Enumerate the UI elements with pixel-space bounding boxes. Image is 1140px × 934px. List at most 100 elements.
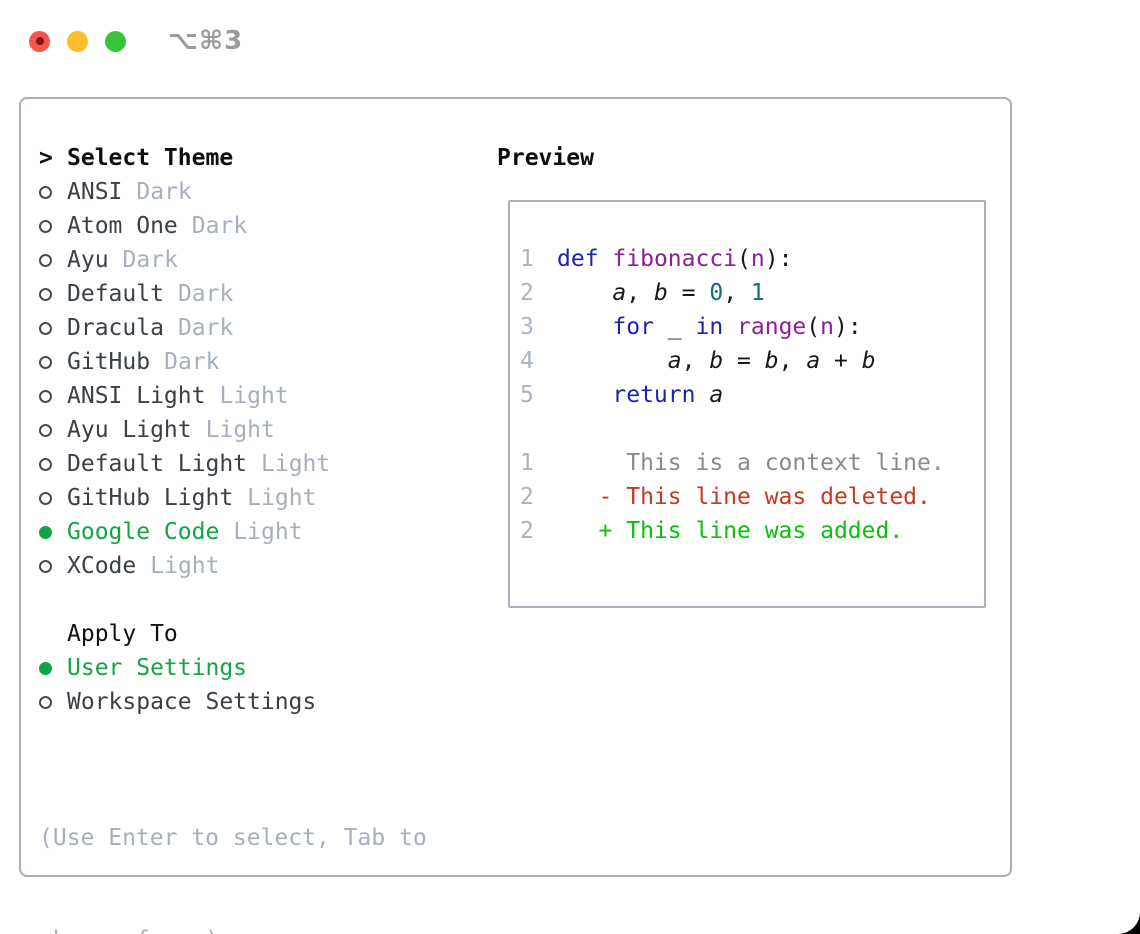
code-token: 0 (709, 280, 724, 306)
code-token: , (626, 280, 654, 306)
code-token: _ (653, 314, 696, 340)
radio-icon (39, 423, 52, 437)
theme-variant: Dark (164, 349, 220, 375)
help-text: (Use Enter to select, Tab to change focu… (39, 753, 497, 934)
radio-icon (39, 559, 52, 573)
theme-name: GitHub Light (67, 485, 234, 511)
theme-variant: Light (205, 417, 275, 443)
apply-option[interactable]: Workspace Settings (39, 685, 497, 719)
help-line: (Use Enter to select, Tab to (39, 825, 427, 851)
radio-selected-icon (39, 525, 52, 539)
code-line: 2 a, b = 0, 1 (520, 276, 984, 310)
theme-variant: Dark (136, 179, 192, 205)
theme-list-item[interactable]: GitHub Light Light (39, 481, 497, 515)
radio-icon (39, 491, 52, 505)
theme-variant: Light (247, 485, 317, 511)
theme-variant: Light (219, 383, 289, 409)
apply-option-label: Workspace Settings (67, 689, 317, 715)
select-theme-title: Select Theme (67, 145, 234, 171)
code-token (599, 246, 613, 272)
theme-name: Default Light (67, 451, 248, 477)
theme-select-header: > Select Theme (39, 141, 497, 175)
code-token: in (695, 314, 724, 340)
code-token: b (709, 348, 724, 374)
code-token (557, 382, 612, 408)
theme-name: Default (67, 281, 164, 307)
code-token: ): (764, 246, 793, 272)
apply-option-label: User Settings (67, 655, 248, 681)
close-button[interactable] (29, 30, 50, 52)
theme-variant: Light (150, 553, 220, 579)
diff-line-number: 2 (520, 484, 534, 510)
minimize-button[interactable] (67, 30, 88, 52)
code-token: ( (806, 314, 821, 340)
code-line-number: 5 (520, 382, 534, 408)
code-token: + (820, 348, 862, 374)
code-token: range (737, 314, 807, 340)
theme-variant: Dark (122, 247, 178, 273)
diff-line: 2 - This line was deleted. (520, 480, 984, 514)
theme-name: Atom One (67, 213, 178, 239)
code-token: ): (834, 314, 862, 340)
radio-icon (39, 355, 52, 369)
diff-content: This is a context line. (557, 450, 945, 476)
code-token: for (612, 314, 654, 340)
code-token: = (667, 280, 710, 306)
radio-icon (39, 389, 52, 403)
code-token (695, 382, 709, 408)
diff-line: 1 This is a context line. (520, 446, 984, 480)
code-token: b (764, 348, 779, 374)
code-line: 5 return a (520, 378, 984, 412)
code-content: def fibonacci(n): (557, 246, 792, 272)
code-content: return a (557, 382, 723, 408)
radio-icon (39, 457, 52, 471)
code-token: = (723, 348, 765, 374)
help-line: change focus) (39, 923, 497, 934)
code-token: , (681, 348, 710, 374)
code-token: a (612, 280, 627, 306)
code-line: 3 for _ in range(n): (520, 310, 984, 344)
code-line: 4 a, b = b, a + b (520, 344, 984, 378)
titlebar: ⌥⌘3 (29, 26, 243, 56)
code-content: a, b = b, a + b (557, 348, 876, 374)
code-token (557, 314, 612, 340)
zoom-button[interactable] (105, 30, 126, 52)
code-token: , (723, 280, 751, 306)
code-token: n (820, 314, 835, 340)
theme-name: Google Code (67, 519, 220, 545)
diff-content: + This line was added. (557, 518, 904, 544)
radio-selected-icon (39, 661, 52, 675)
radio-icon (39, 219, 52, 233)
code-line-number: 4 (520, 348, 534, 374)
code-token: , (778, 348, 807, 374)
code-token: ( (737, 246, 751, 272)
diff-content: - This line was deleted. (557, 484, 931, 510)
radio-icon (39, 321, 52, 335)
code-line-number: 2 (520, 280, 534, 306)
code-token (557, 280, 612, 306)
radio-icon (39, 185, 52, 199)
code-token: def (557, 246, 599, 272)
radio-icon (39, 695, 52, 709)
radio-icon (39, 253, 52, 267)
apply-option[interactable]: User Settings (39, 651, 497, 685)
diff-line-number: 1 (520, 450, 534, 476)
